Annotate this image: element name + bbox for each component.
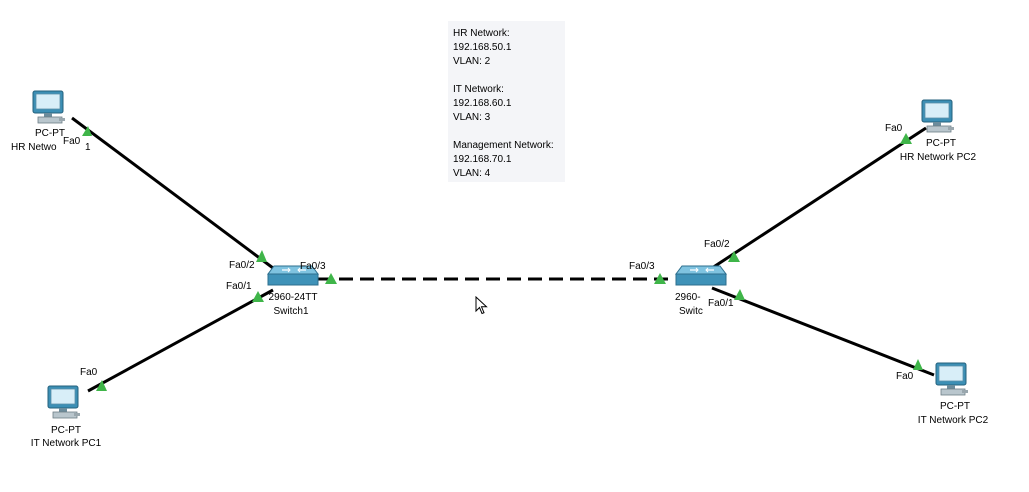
hr-pc2-name-label: HR Network PC2	[899, 152, 977, 163]
hr-pc1-name-tail-label: 1	[85, 142, 91, 153]
switch1-model-label: 2960-24TT	[268, 292, 318, 303]
port-label-sw2-fa0-3: Fa0/3	[629, 261, 655, 272]
link-up-indicator	[654, 273, 666, 284]
link-up-indicator	[728, 251, 740, 262]
port-label-it-pc2-fa0: Fa0	[896, 371, 914, 382]
switch1-name-label: Switch1	[273, 306, 309, 317]
hr-pc2-icon[interactable]	[921, 99, 955, 133]
link-switch2-hr-pc2[interactable]	[711, 126, 927, 270]
hr-network-title: HR Network:	[453, 28, 510, 39]
port-label-hr-pc1-fa0: Fa0	[63, 136, 81, 147]
port-label-it-pc1-fa0: Fa0	[80, 367, 98, 378]
it-network-ip: 192.168.60.1	[453, 98, 512, 109]
link-up-indicator	[256, 250, 267, 262]
it-network-vlan: VLAN: 3	[453, 112, 491, 123]
it-pc1-name-label: IT Network PC1	[30, 438, 102, 449]
port-label-hr-pc2-fa0: Fa0	[885, 123, 903, 134]
it-pc2-icon[interactable]	[935, 362, 969, 396]
hr-pc1-name-label: HR Netwo	[11, 142, 57, 153]
link-it-pc1-switch1[interactable]	[87, 288, 274, 393]
hr-network-ip: 192.168.50.1	[453, 42, 512, 53]
link-switch2-it-pc2[interactable]	[711, 286, 935, 377]
mgmt-network-ip: 192.168.70.1	[453, 154, 512, 165]
link-up-indicator	[96, 380, 107, 391]
it-network-title: IT Network:	[453, 84, 504, 95]
hr-pc2-type-label: PC-PT	[926, 138, 956, 149]
port-label-sw2-fa0-2: Fa0/2	[704, 239, 730, 250]
hr-network-vlan: VLAN: 2	[453, 56, 491, 67]
link-up-indicator	[82, 126, 92, 136]
mgmt-network-vlan: VLAN: 4	[453, 168, 491, 179]
switch2-model-label: 2960-	[675, 292, 701, 303]
switch2-icon[interactable]	[675, 265, 727, 286]
it-pc2-type-label: PC-PT	[940, 401, 970, 412]
network-info-note[interactable]: HR Network: 192.168.50.1 VLAN: 2 IT Netw…	[448, 21, 565, 182]
mgmt-network-title: Management Network:	[453, 140, 554, 151]
it-pc1-icon[interactable]	[47, 385, 81, 419]
link-up-indicator	[913, 359, 923, 370]
port-label-sw1-fa0-3: Fa0/3	[300, 261, 326, 272]
link-up-indicator	[900, 133, 912, 144]
hr-pc1-icon[interactable]	[32, 90, 66, 124]
link-up-indicator	[325, 273, 337, 284]
link-hr-pc1-switch1[interactable]	[71, 116, 274, 270]
port-label-sw1-fa0-2: Fa0/2	[229, 260, 255, 271]
link-up-indicator	[252, 291, 264, 302]
link-up-indicator	[734, 289, 745, 300]
port-label-sw2-fa0-1: Fa0/1	[708, 298, 734, 309]
hr-pc1-type-label: PC-PT	[35, 128, 65, 139]
port-label-sw1-fa0-1: Fa0/1	[226, 281, 252, 292]
it-pc1-type-label: PC-PT	[51, 425, 81, 436]
it-pc2-name-label: IT Network PC2	[917, 415, 989, 426]
switch2-name-label: Switc	[679, 306, 703, 317]
mouse-cursor-icon	[475, 296, 488, 315]
